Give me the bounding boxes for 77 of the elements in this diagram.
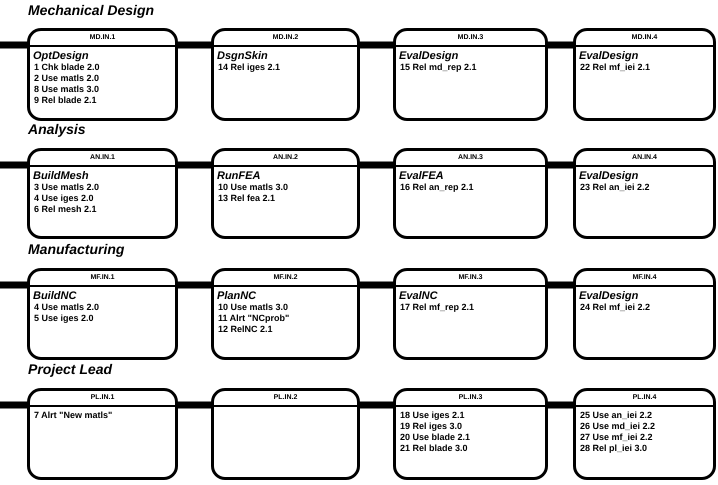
process-box: [211, 388, 360, 480]
connector-bar: [0, 162, 27, 168]
process-box: [393, 268, 548, 360]
task-name: BuildMesh: [32, 170, 90, 182]
item-text: 28 Rel pl_iei 3.0: [579, 443, 648, 454]
item-text: 3 Use matls 2.0: [33, 182, 100, 193]
item-text: 17 Rel mf_rep 2.1: [399, 302, 476, 313]
connector-bar: [0, 402, 27, 408]
item-text: 2 Use matls 2.0: [33, 73, 100, 84]
item-text: 15 Rel md_rep 2.1: [399, 62, 478, 73]
connector-bar: [360, 42, 393, 48]
process-box: [393, 148, 548, 239]
connector-bar: [548, 162, 573, 168]
item-text: 1 Chk blade 2.0: [33, 62, 101, 73]
item-text: 27 Use mf_iei 2.2: [579, 432, 654, 443]
item-text: 8 Use matls 3.0: [33, 84, 100, 95]
item-text: 4 Use matls 2.0: [33, 302, 100, 313]
item-text: 12 RelNC 2.1: [217, 324, 274, 335]
item-text: 20 Use blade 2.1: [399, 432, 472, 443]
item-text: 6 Rel mesh 2.1: [33, 204, 98, 215]
item-text: 18 Use iges 2.1: [399, 410, 466, 421]
process-box: [211, 148, 360, 239]
process-box: [393, 388, 548, 480]
task-name: PlanNC: [216, 290, 258, 302]
item-text: 16 Rel an_rep 2.1: [399, 182, 475, 193]
lane-heading: Manufacturing: [28, 241, 124, 257]
connector-bar: [360, 282, 393, 288]
connector-bar: [548, 402, 573, 408]
process-box: [27, 148, 178, 239]
task-name: EvalFEA: [398, 170, 445, 182]
item-text: 24 Rel mf_iei 2.2: [579, 302, 652, 313]
process-box: [27, 388, 178, 480]
task-name: EvalDesign: [398, 50, 460, 62]
task-name: RunFEA: [216, 170, 262, 182]
item-text: 26 Use md_iei 2.2: [579, 421, 656, 432]
item-text: 21 Rel blade 3.0: [399, 443, 469, 454]
connector-bar: [0, 282, 27, 288]
process-box: [573, 268, 716, 360]
connector-bar: [178, 282, 211, 288]
task-name: EvalDesign: [578, 290, 640, 302]
process-box: [27, 28, 178, 121]
process-box: [211, 268, 360, 360]
connector-bar: [178, 162, 211, 168]
item-text: 11 Alrt "NCprob": [217, 313, 290, 324]
item-text: 10 Use matls 3.0: [217, 182, 290, 193]
process-box: [573, 28, 716, 121]
task-name: DsgnSkin: [216, 50, 269, 62]
task-name: BuildNC: [32, 290, 78, 302]
task-name: EvalDesign: [578, 170, 640, 182]
connector-bar: [178, 42, 211, 48]
connector-bar: [0, 42, 27, 48]
item-text: 22 Rel mf_iei 2.1: [579, 62, 652, 73]
item-text: 23 Rel an_iei 2.2: [579, 182, 651, 193]
lane-heading: Analysis: [28, 121, 86, 137]
connector-bar: [360, 162, 393, 168]
item-text: 25 Use an_iei 2.2: [579, 410, 654, 421]
lane-heading: Mechanical Design: [28, 2, 154, 18]
connector-bar: [548, 282, 573, 288]
process-box: [393, 28, 548, 121]
item-text: 9 Rel blade 2.1: [33, 95, 98, 106]
item-text: 7 Alrt "New matls": [33, 410, 114, 421]
task-name: OptDesign: [32, 50, 90, 62]
item-text: 4 Use iges 2.0: [33, 193, 95, 204]
lane-heading: Project Lead: [28, 361, 112, 377]
process-box: [27, 268, 178, 360]
process-box: [573, 388, 716, 480]
connector-bar: [548, 42, 573, 48]
item-text: 10 Use matls 3.0: [217, 302, 290, 313]
item-text: 5 Use iges 2.0: [33, 313, 95, 324]
item-text: 13 Rel fea 2.1: [217, 193, 276, 204]
item-text: 14 Rel iges 2.1: [217, 62, 282, 73]
connector-bar: [178, 402, 211, 408]
task-name: EvalDesign: [578, 50, 640, 62]
task-name: EvalNC: [398, 290, 439, 302]
item-text: 19 Rel iges 3.0: [399, 421, 464, 432]
process-box: [211, 28, 360, 121]
process-box: [573, 148, 716, 239]
